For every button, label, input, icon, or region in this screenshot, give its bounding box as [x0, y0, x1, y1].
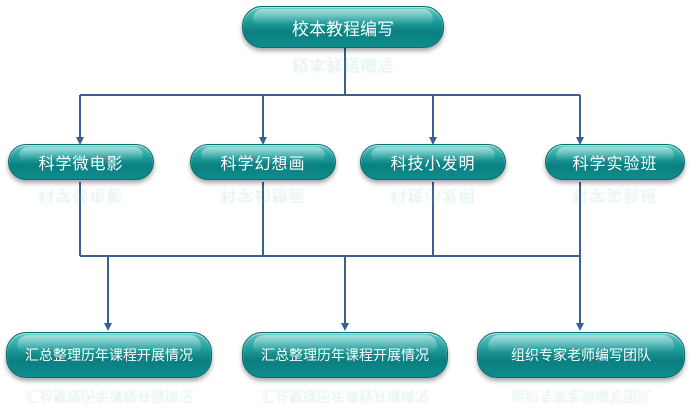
branch-node-3: 科技小发明	[360, 144, 506, 180]
output-node-1-label: 汇总整理历年课程开展情况	[25, 348, 193, 364]
output-node-3-label: 组织专家老师编写团队	[511, 348, 651, 364]
root-node: 校本教程编写	[242, 6, 444, 48]
branch-node-4: 科学实验班	[545, 144, 685, 180]
branch-node-1: 科学微电影	[8, 144, 154, 180]
branch-node-1-label: 科学微电影	[38, 154, 124, 173]
branch-node-2: 科学幻想画	[190, 144, 336, 180]
output-node-2-label: 汇总整理历年课程开展情况	[261, 348, 429, 364]
branch-node-2-label: 科学幻想画	[220, 154, 306, 173]
output-node-3: 组织专家老师编写团队	[477, 332, 685, 378]
output-node-2: 汇总整理历年课程开展情况	[242, 332, 448, 378]
branch-node-4-label: 科学实验班	[572, 154, 658, 173]
root-node-label: 校本教程编写	[292, 19, 394, 40]
output-node-1: 汇总整理历年课程开展情况	[6, 332, 212, 378]
branch-node-3-label: 科技小发明	[390, 154, 476, 173]
